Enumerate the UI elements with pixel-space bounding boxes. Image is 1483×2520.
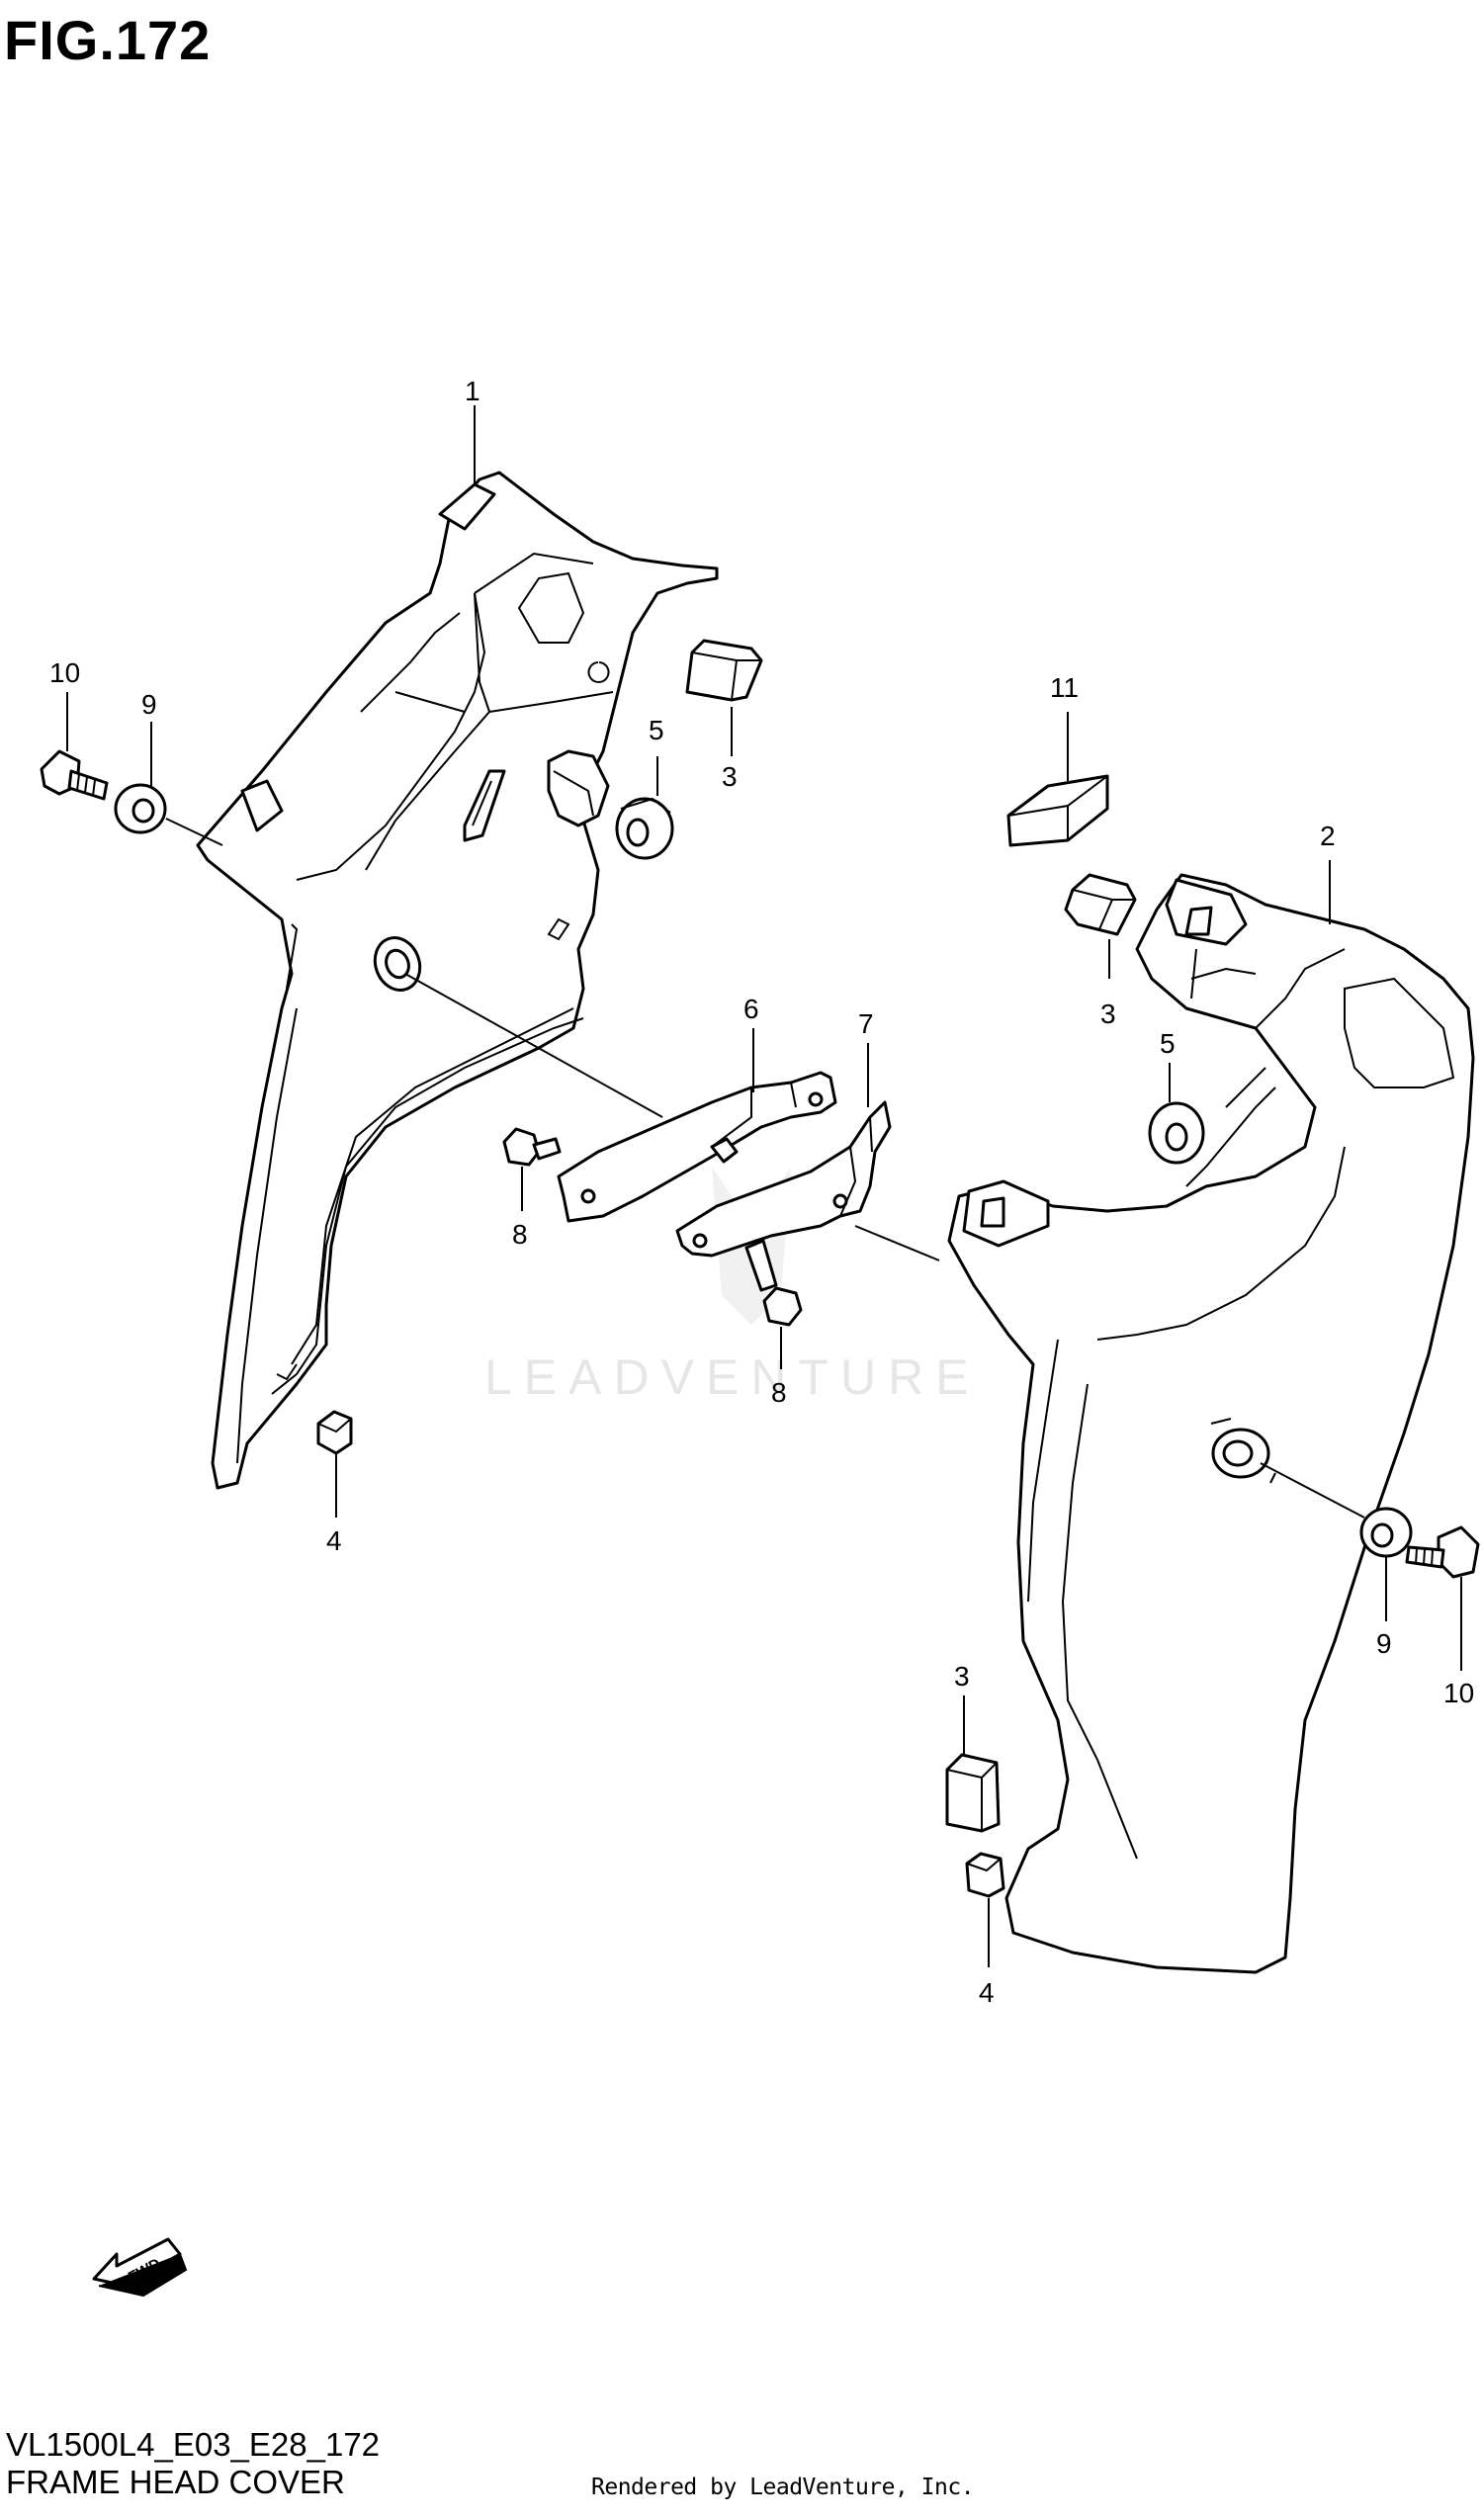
fwd-arrow: FWD: [92, 2237, 188, 2298]
callout-3-top: 3: [722, 761, 738, 792]
part-10-bolt-left[interactable]: [40, 749, 109, 801]
part-6-bracket[interactable]: [557, 1071, 837, 1223]
part-3-cushion-bottom[interactable]: [945, 1753, 1001, 1833]
callout-4-bottom: 4: [979, 1977, 995, 2008]
callout-10-right: 10: [1443, 1678, 1474, 1708]
callout-9-right: 9: [1376, 1628, 1392, 1659]
callout-3-bottom: 3: [954, 1661, 970, 1692]
figure-title: FIG.172: [4, 9, 212, 71]
part-3-cushion-right[interactable]: [1064, 873, 1137, 936]
part-11-cushion[interactable]: [1006, 774, 1109, 847]
callout-5-upper: 5: [649, 715, 664, 745]
callout-1: 1: [465, 376, 480, 406]
rendered-by-credit: Rendered by LeadVenture, Inc.: [591, 2475, 975, 2500]
callout-10-left: 10: [49, 657, 80, 688]
part-9-washer-right[interactable]: [1359, 1507, 1413, 1558]
part-4-collar-bottom[interactable]: [965, 1852, 1005, 1898]
part-9-washer-left[interactable]: [114, 783, 167, 834]
callout-2: 2: [1320, 821, 1336, 851]
callout-11: 11: [1050, 672, 1079, 703]
callout-4-left: 4: [326, 1525, 342, 1556]
callout-7: 7: [858, 1008, 874, 1039]
leader-lines: [66, 405, 1462, 1967]
diagram-subtitle: FRAME HEAD COVER: [6, 2464, 345, 2500]
callout-9-left: 9: [141, 689, 157, 720]
model-code: VL1500L4_E03_E28_172: [6, 2426, 381, 2463]
part-10-bolt-right[interactable]: [1405, 1525, 1480, 1579]
part-3-cushion-top[interactable]: [685, 639, 763, 702]
part-4-collar-left[interactable]: [316, 1410, 353, 1455]
callout-8-right: 8: [771, 1377, 787, 1408]
callout-3-right: 3: [1100, 999, 1116, 1029]
callout-labels: 1 3 5 11 2 3 5 6 7 8 8 4 3 4 10 9 9 10: [49, 376, 1474, 2008]
callout-8-left: 8: [512, 1219, 528, 1250]
callout-6: 6: [743, 994, 759, 1024]
part-2-right-cover[interactable]: [947, 873, 1475, 1974]
watermark: LEADVENTURE: [484, 1349, 981, 1405]
part-8-bolt-left[interactable]: [502, 1127, 562, 1167]
part-5-grommet-lower[interactable]: [1148, 1101, 1205, 1165]
part-5-grommet-upper[interactable]: [615, 797, 674, 860]
callout-5-lower: 5: [1160, 1028, 1176, 1059]
part-7-bracket[interactable]: [675, 1100, 892, 1258]
part-8-bolt-right[interactable]: [744, 1239, 803, 1327]
part-1-left-cover[interactable]: [196, 471, 719, 1490]
